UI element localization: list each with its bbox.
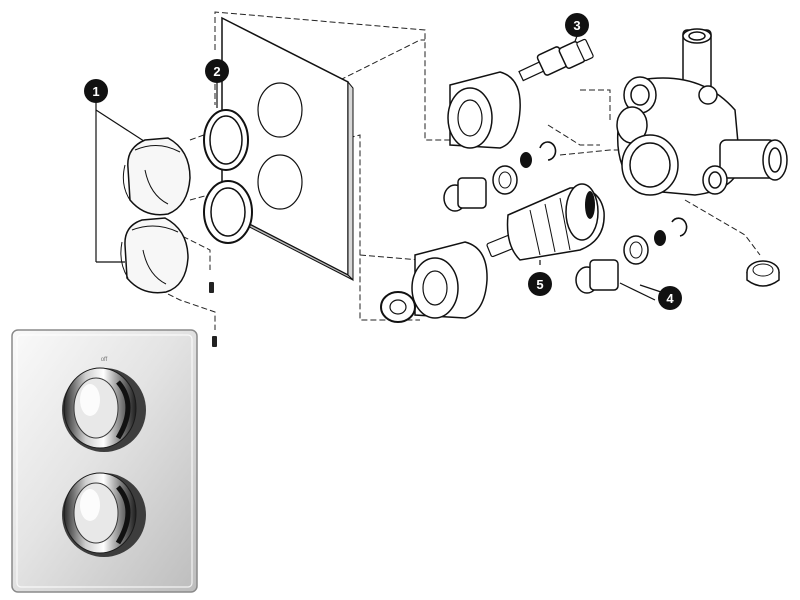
callout-5: 5 <box>528 272 552 296</box>
check-valve-right <box>575 217 688 294</box>
check-valve-left <box>443 141 557 212</box>
blanking-plug <box>746 260 780 287</box>
callout-5-label: 5 <box>536 277 543 292</box>
photo-knob-top <box>62 367 146 452</box>
callout-4: 4 <box>658 286 682 310</box>
callout-3: 3 <box>565 13 589 37</box>
plate-hole-top <box>257 82 303 138</box>
off-label: off <box>101 357 108 363</box>
callout-3-label: 3 <box>573 18 580 33</box>
valve-body <box>616 28 788 196</box>
callout-2-label: 2 <box>213 64 220 79</box>
product-photo: off <box>11 329 198 593</box>
lower-shroud <box>411 241 488 319</box>
retaining-nut <box>380 291 416 323</box>
thermostatic-cartridge <box>486 183 605 261</box>
plate-hole-bottom <box>257 154 303 210</box>
callout-2: 2 <box>205 59 229 83</box>
grub-screws <box>209 282 217 347</box>
callout-1: 1 <box>84 79 108 103</box>
seal-rings <box>203 109 253 244</box>
callout-4-label: 4 <box>666 291 674 306</box>
callout-1-label: 1 <box>92 84 99 99</box>
handle-top <box>122 137 191 216</box>
flow-spindle <box>518 38 594 82</box>
upper-shroud <box>447 71 521 149</box>
cover-plate <box>221 16 354 282</box>
callout-leader-lines <box>95 35 671 301</box>
handle-bottom <box>120 217 189 294</box>
photo-knob-bottom <box>62 472 146 557</box>
